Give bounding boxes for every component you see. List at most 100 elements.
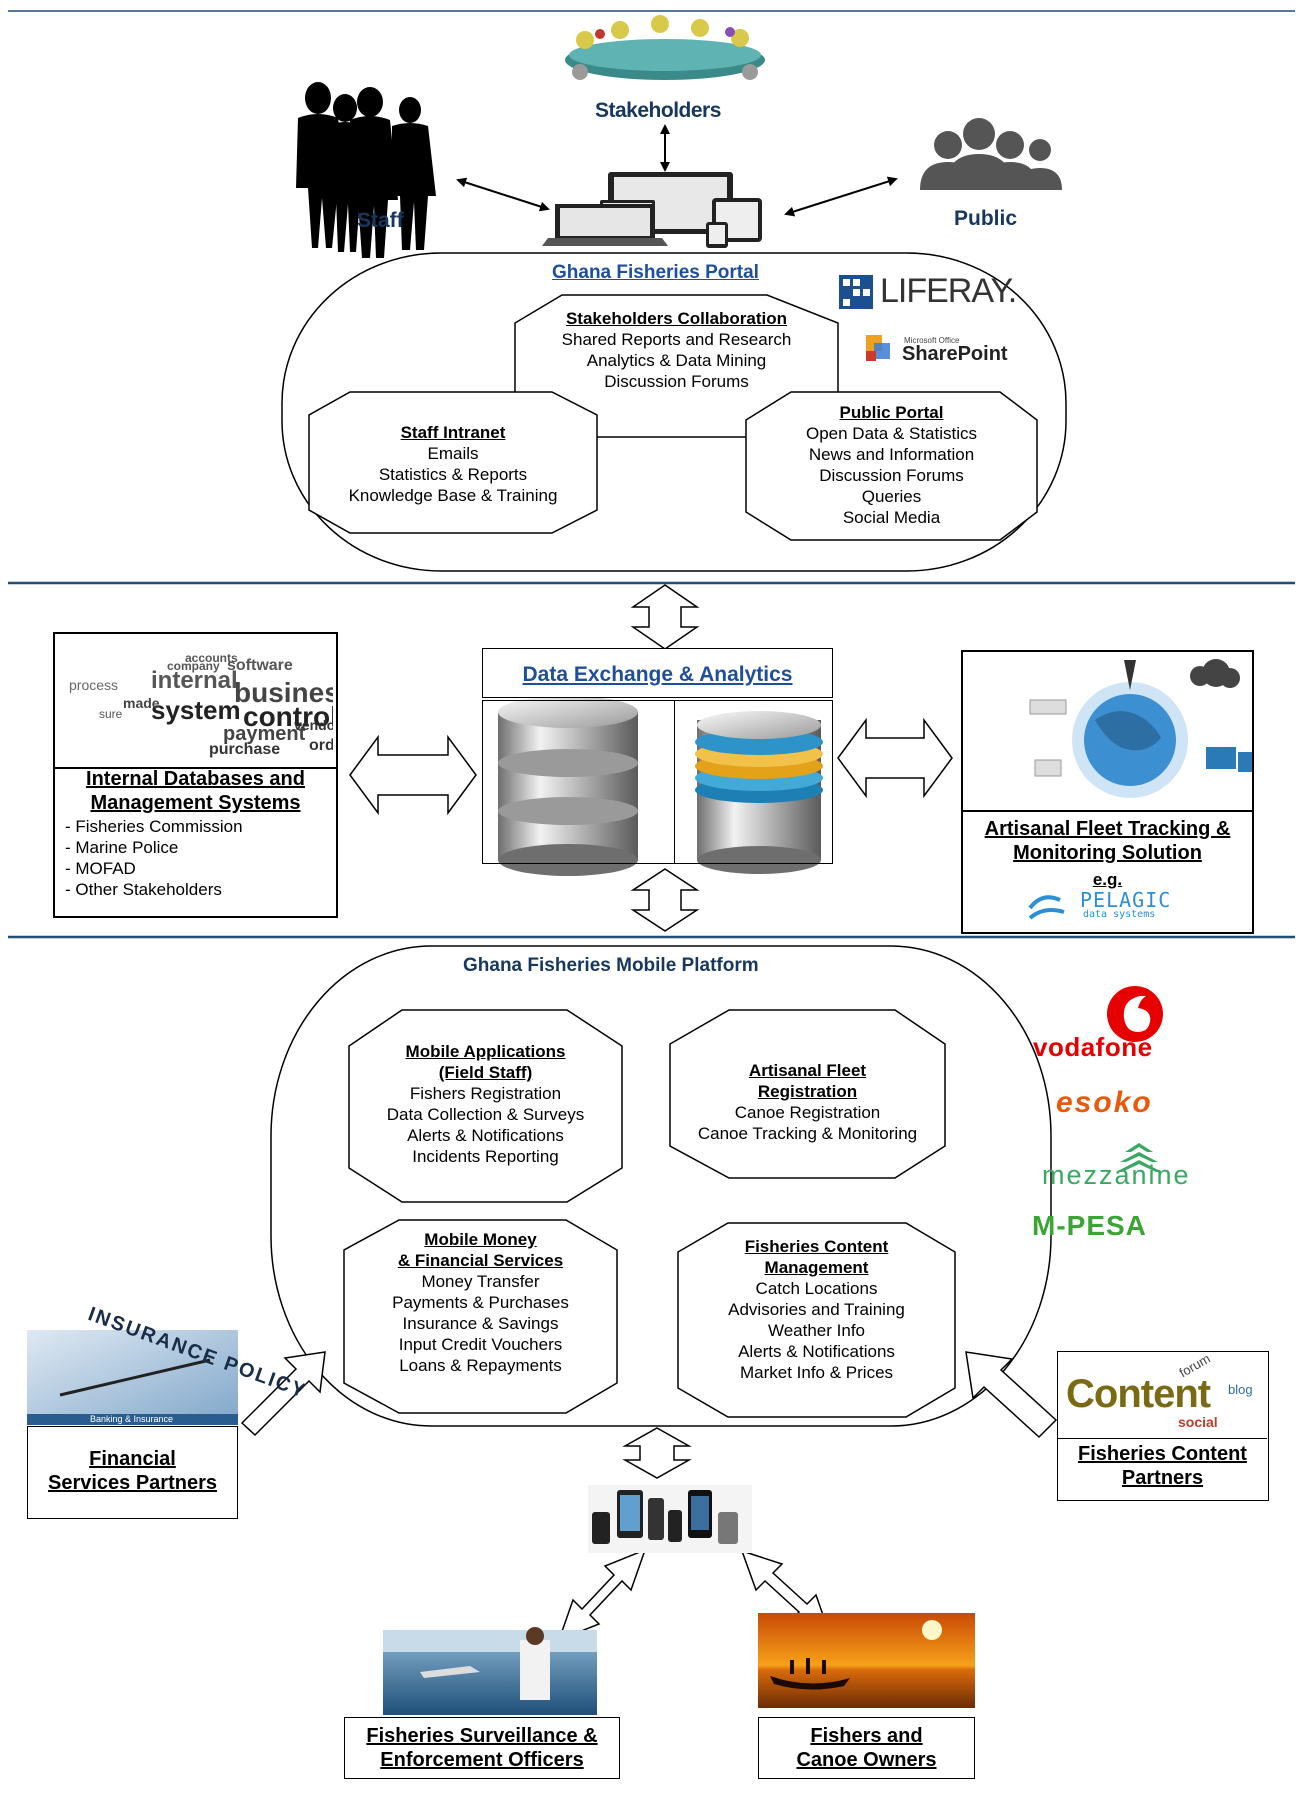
octagon-intranet <box>308 391 598 534</box>
content-partners-divider <box>1058 1438 1267 1439</box>
mobile-apps-title: Mobile Applications <box>405 1042 566 1061</box>
cloud-word: system <box>151 695 241 725</box>
internal-list: - Fisheries Commission - Marine Police -… <box>65 816 243 900</box>
hollow-arrow-internal-exchange <box>349 734 477 816</box>
fleet-tracking-box: Artisanal Fleet Tracking & Monitoring So… <box>961 650 1254 934</box>
word-cloud-image <box>56 636 334 764</box>
content-title: Fisheries Content <box>744 1237 889 1256</box>
financial-partners-label: Financial Services Partners <box>28 1447 237 1495</box>
arrow-staff-devices <box>456 177 550 212</box>
cloud-word: process <box>69 677 119 693</box>
internal-title-line: Management Systems <box>90 792 301 814</box>
pelagic-logo-sub: data systems <box>1083 909 1156 920</box>
portal-title: Ghana Fisheries Portal <box>552 262 759 283</box>
cloud-word: control <box>243 701 333 732</box>
cloud-word: vendor <box>294 717 333 733</box>
portal-container <box>281 252 1067 572</box>
sharepoint-logo-small: Microsoft Office <box>904 336 960 345</box>
collaboration-title: Stakeholders Collaboration <box>565 309 788 328</box>
mobile-apps-item: Alerts & Notifications <box>407 1126 564 1145</box>
content-word-image <box>1060 1356 1264 1436</box>
content-title: Management <box>764 1258 869 1277</box>
database-colored-icon <box>695 711 823 874</box>
internal-title: Internal Databases and Management System… <box>55 767 336 815</box>
sharepoint-logo: SharePoint <box>902 343 1008 365</box>
fleet-reg-item: Canoe Registration <box>734 1103 881 1122</box>
financial-partners-box: Financial Services Partners <box>27 1426 238 1519</box>
content-item: Weather Info <box>767 1321 866 1340</box>
fleet-title-line: Artisanal Fleet Tracking & <box>984 818 1231 840</box>
mobile-apps-block: Mobile Applications (Field Staff) Fisher… <box>349 1041 622 1167</box>
content-partners-line: Partners <box>1121 1467 1204 1489</box>
octagon-public <box>745 391 1038 541</box>
cloud-word: purchase <box>209 741 281 758</box>
intranet-item: Emails <box>427 444 479 463</box>
fleet-tracking-graphic <box>1029 659 1252 798</box>
internal-divider <box>55 767 336 769</box>
arrow-public-devices <box>784 176 898 217</box>
fleet-divider <box>963 810 1252 812</box>
octagon-mobile-apps <box>348 1009 623 1203</box>
octagon-money <box>343 1219 618 1414</box>
money-title: Mobile Money <box>424 1230 537 1249</box>
cloud-word: made <box>123 695 160 711</box>
public-label: Public <box>954 207 1018 230</box>
mobile-title: Ghana Fisheries Mobile Platform <box>463 955 759 976</box>
mobile-apps-item: Fishers Registration <box>409 1084 562 1103</box>
mezzanine-logo: mezzanine <box>1042 1160 1191 1190</box>
content-item: Catch Locations <box>755 1279 878 1298</box>
hollow-arrow-exchange-mobile <box>630 868 700 932</box>
surveillance-label: Fisheries Surveillance & Enforcement Off… <box>345 1724 619 1772</box>
mezzanine-logo-icon <box>1116 1143 1162 1172</box>
fishers-box: Fishers and Canoe Owners <box>758 1717 975 1779</box>
collaboration-item: Shared Reports and Research <box>561 330 792 349</box>
intranet-block: Staff Intranet Emails Statistics & Repor… <box>309 422 597 506</box>
mobile-container <box>270 945 1052 1427</box>
vodafone-logo-icon <box>1107 986 1163 1042</box>
intranet-item: Statistics & Reports <box>378 465 528 484</box>
money-block: Mobile Money & Financial Services Money … <box>344 1229 617 1376</box>
surveillance-box: Fisheries Surveillance & Enforcement Off… <box>344 1717 620 1779</box>
financial-partners-line: Financial <box>89 1448 176 1470</box>
public-icon <box>920 118 1062 190</box>
exchange-title-box: Data Exchange & Analytics <box>482 648 833 698</box>
content-item: Market Info & Prices <box>739 1363 894 1382</box>
cloud-word: accounts <box>185 651 238 665</box>
collaboration-block: Stakeholders Collaboration Shared Report… <box>515 308 838 392</box>
mpesa-logo: M-PESA <box>1032 1210 1147 1241</box>
fleet-title: Artisanal Fleet Tracking & Monitoring So… <box>963 817 1252 865</box>
intranet-title: Staff Intranet <box>400 423 506 442</box>
fleet-reg-block: Artisanal Fleet Registration Canoe Regis… <box>670 1060 945 1144</box>
esoko-logo: esoko <box>1056 1086 1153 1119</box>
liferay-logo-icon <box>839 275 873 309</box>
content-partners-box: Content forum social blog Fisheries Cont… <box>1057 1351 1269 1501</box>
fishers-line: Fishers and <box>810 1725 923 1747</box>
money-item: Money Transfer <box>421 1272 540 1291</box>
hollow-arrow-financial <box>240 1351 326 1437</box>
cloud-word: payment <box>223 723 306 745</box>
banking-insurance-band: Banking & Insurance <box>90 1414 174 1424</box>
surveillance-line: Fisheries Surveillance & <box>366 1725 598 1747</box>
internal-item: - Other Stakeholders <box>65 880 222 899</box>
pelagic-logo-icon <box>1028 895 1065 920</box>
fleet-reg-title: Artisanal Fleet <box>748 1061 867 1080</box>
money-item: Loans & Repayments <box>399 1356 562 1375</box>
cloud-word: order <box>309 737 333 754</box>
hollow-arrow-mobile-devices <box>622 1427 692 1479</box>
collaboration-item: Discussion Forums <box>604 372 749 391</box>
octagon-content <box>677 1222 956 1418</box>
surveillance-line: Enforcement Officers <box>380 1749 584 1771</box>
fishers-image <box>758 1613 975 1708</box>
content-cloud-word: social <box>1178 1414 1218 1430</box>
exchange-db-box <box>482 700 833 864</box>
hollow-arrow-portal-exchange <box>630 584 700 650</box>
stakeholders-label: Stakeholders <box>595 99 721 122</box>
mobile-apps-title: (Field Staff) <box>438 1063 533 1082</box>
internal-item: - Marine Police <box>65 838 179 857</box>
money-item: Payments & Purchases <box>392 1293 569 1312</box>
cloud-word: company <box>167 659 220 673</box>
public-portal-item: Discussion Forums <box>819 466 964 485</box>
